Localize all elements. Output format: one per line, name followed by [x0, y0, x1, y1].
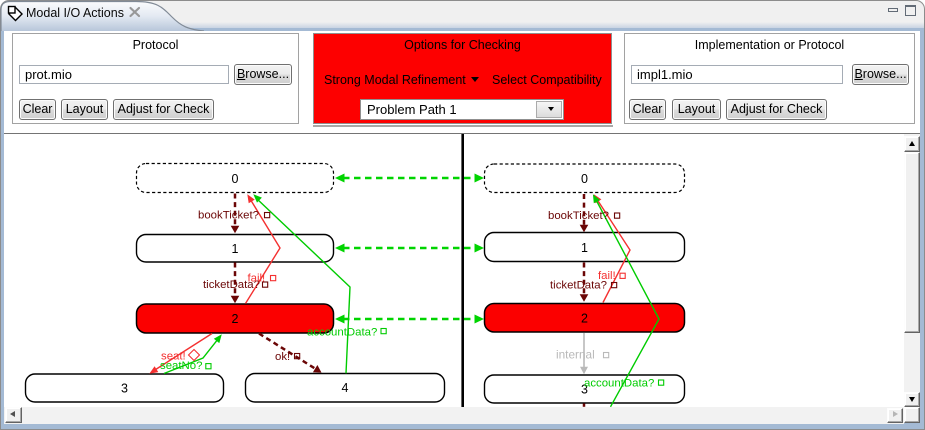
- svg-text:ticketData?: ticketData?: [203, 279, 260, 291]
- svg-text:3: 3: [581, 383, 588, 397]
- svg-text:seatNo?: seatNo?: [160, 360, 202, 372]
- svg-text:ticketData?: ticketData?: [550, 280, 607, 292]
- svg-text:fail!: fail!: [598, 270, 616, 282]
- svg-text:2: 2: [232, 312, 239, 326]
- svg-text:bookTicket?: bookTicket?: [198, 210, 259, 222]
- svg-text:1: 1: [581, 241, 588, 255]
- svg-text:accountData?: accountData?: [307, 327, 377, 339]
- svg-text:4: 4: [342, 381, 349, 395]
- svg-text:bookTicket?: bookTicket?: [548, 210, 609, 222]
- svg-text:0: 0: [232, 172, 239, 186]
- svg-text:0: 0: [581, 172, 588, 186]
- svg-text:accountData?: accountData?: [584, 378, 654, 390]
- svg-text:seat!: seat!: [161, 351, 186, 363]
- svg-text:1: 1: [232, 242, 239, 256]
- svg-text:2: 2: [581, 312, 588, 326]
- svg-text:fail!: fail!: [248, 273, 266, 285]
- svg-text:internal: internal: [556, 348, 595, 362]
- svg-text:3: 3: [121, 382, 128, 396]
- svg-text:ok!: ok!: [275, 351, 290, 363]
